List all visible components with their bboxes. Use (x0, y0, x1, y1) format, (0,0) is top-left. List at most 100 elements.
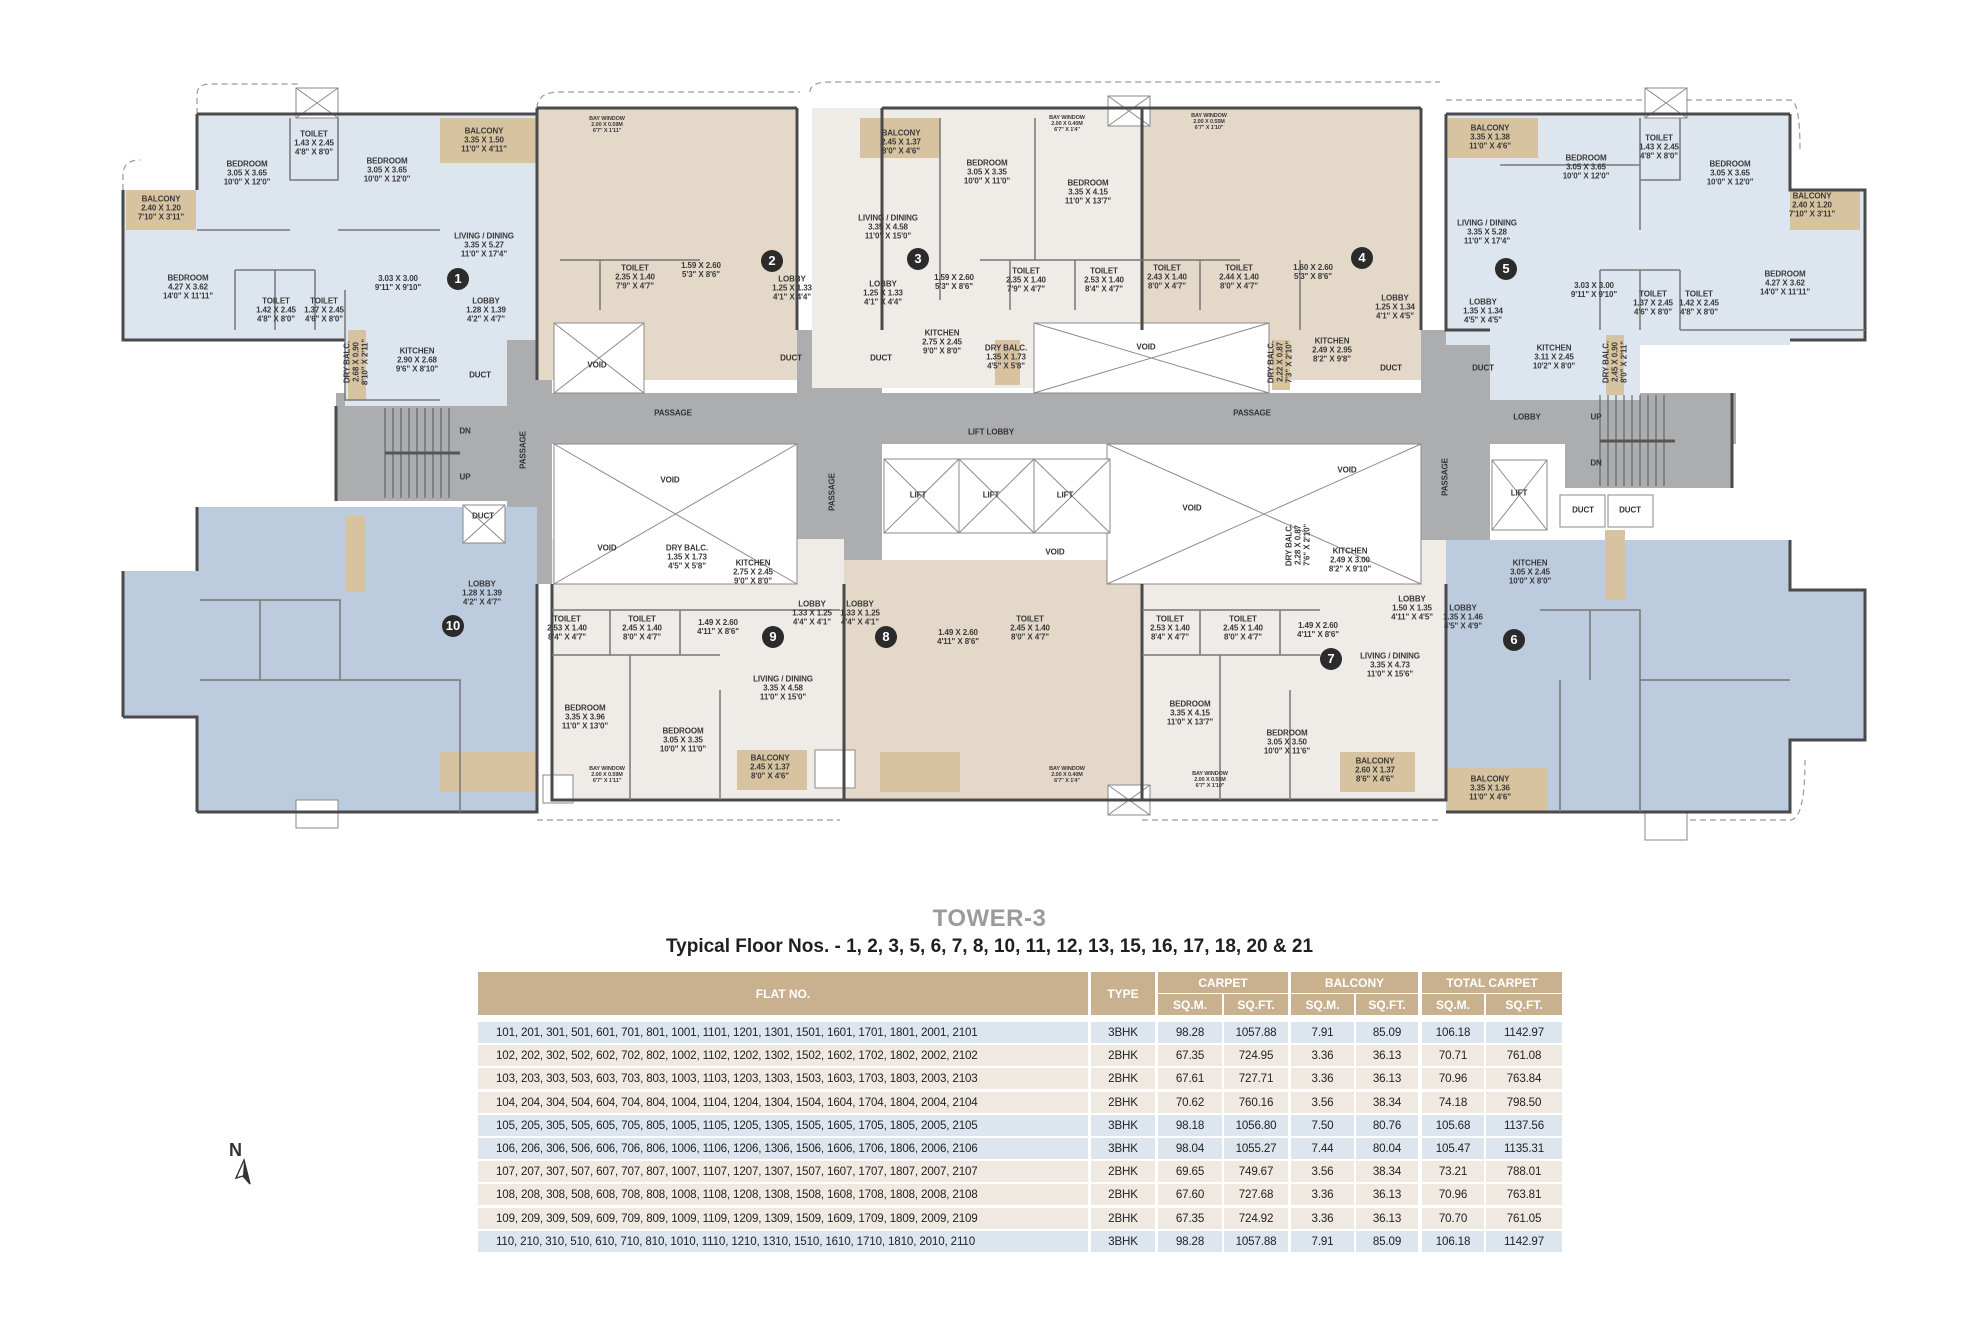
room-label: TOILET 2.53 X 1.40 8'4" X 4'7" (547, 614, 587, 642)
room-label: LOBBY 1.33 X 1.25 4'4" X 4'1" (792, 599, 832, 627)
room-label: TOILET 1.42 X 2.45 4'8" X 8'0" (1679, 289, 1719, 317)
room-label: TOILET 1.42 X 2.45 4'8" X 8'0" (256, 296, 296, 324)
room-label: PASSAGE (654, 408, 692, 418)
cell-type: 3BHK (1091, 1114, 1155, 1136)
cell-carpet-sqm: 70.62 (1158, 1091, 1222, 1113)
room-label: DUCT (1472, 363, 1494, 373)
unit-number-badge: 10 (442, 615, 464, 637)
room-label: 1.60 X 2.60 5'3" X 8'6" (1293, 263, 1333, 281)
room-label: BALCONY 3.35 X 1.36 11'0" X 4'6" (1469, 774, 1511, 802)
voids-and-shafts (295, 87, 1688, 841)
cell-carpet-sqft: 1055.27 (1224, 1138, 1288, 1159)
cell-carpet-sqft: 1056.80 (1224, 1114, 1288, 1136)
room-label: VOID (597, 543, 617, 553)
tower-title: TOWER-3 (932, 905, 1047, 932)
room-label: UP (459, 472, 471, 482)
room-label: BAY WINDOW 2.00 X 0.40M 6'7" X 1'4" (1049, 115, 1085, 133)
cell-total-sqm: 70.71 (1422, 1045, 1484, 1067)
cell-total-sqft: 798.50 (1486, 1091, 1562, 1113)
room-label: LIVING / DINING 3.35 X 5.28 11'0" X 17'4… (1457, 218, 1517, 246)
room-label: BEDROOM 3.05 X 3.35 10'0" X 11'0" (963, 158, 1011, 186)
cell-total-sqft: 1142.97 (1486, 1230, 1562, 1252)
room-label: BEDROOM 3.05 X 3.65 10'0" X 12'0" (1706, 159, 1754, 187)
cell-flat-no: 103, 203, 303, 503, 603, 703, 803, 1003,… (478, 1068, 1088, 1090)
room-label: BALCONY 2.45 X 1.37 8'0" X 4'6" (881, 128, 921, 156)
room-label: DRY BALC. 1.35 X 1.73 4'5" X 5'8" (984, 343, 1028, 371)
interior-partitions (197, 118, 1865, 812)
room-label: BEDROOM 3.35 X 4.15 11'0" X 13'7" (1064, 178, 1112, 206)
room-label: TOILET 2.45 X 1.40 8'0" X 4'7" (1223, 614, 1263, 642)
room-label: DUCT (1619, 505, 1641, 515)
room-label: TOILET 1.37 X 2.45 4'6" X 8'0" (304, 296, 344, 324)
unit-number-badge: 5 (1495, 258, 1517, 280)
walls (121, 106, 1867, 814)
cell-balcony-sqft: 38.34 (1356, 1161, 1418, 1183)
cell-carpet-sqm: 98.28 (1158, 1230, 1222, 1252)
cell-type: 2BHK (1091, 1161, 1155, 1183)
room-label: DRY BALC. 2.28 X 0.87 7'6" X 2'10" (1284, 523, 1312, 567)
cell-balcony-sqft: 85.09 (1356, 1230, 1418, 1252)
room-label: TOILET 2.35 X 1.40 7'9" X 4'7" (1006, 266, 1046, 294)
room-label: DRY BALC. 2.68 X 0.90 8'10" X 2'11" (342, 338, 370, 386)
room-label: BEDROOM 3.05 X 3.65 10'0" X 12'0" (363, 156, 411, 184)
room-label: 1.49 X 2.60 4'11" X 8'6" (697, 618, 739, 636)
cell-type: 3BHK (1091, 1022, 1155, 1043)
room-label: BAY WINDOW 2.00 X 0.40M 6'7" X 1'4" (1049, 766, 1085, 784)
room-label: BALCONY 3.35 X 1.50 11'0" X 4'11" (461, 126, 507, 154)
cell-flat-no: 107, 207, 307, 507, 607, 707, 807, 1007,… (478, 1161, 1088, 1183)
cell-total-sqm: 105.47 (1422, 1138, 1484, 1159)
unit-number-badge: 8 (875, 626, 897, 648)
room-label: BEDROOM 4.27 X 3.62 14'0" X 11'11" (162, 273, 214, 301)
room-label: 1.59 X 2.60 5'3" X 8'6" (681, 261, 721, 279)
cell-carpet-sqm: 67.60 (1158, 1184, 1222, 1206)
floor-subtitle: Typical Floor Nos. - 1, 2, 3, 5, 6, 7, 8… (665, 936, 1314, 957)
unit-number-badge: 7 (1320, 648, 1342, 670)
room-label: TOILET 1.37 X 2.45 4'6" X 8'0" (1633, 289, 1673, 317)
cell-total-sqm: 105.68 (1422, 1114, 1484, 1136)
cell-carpet-sqm: 98.04 (1158, 1138, 1222, 1159)
room-label: KITCHEN 2.49 X 3.00 8'2" X 9'10" (1328, 546, 1372, 574)
room-label: LIFT (909, 490, 927, 500)
cell-balcony-sqm: 7.50 (1291, 1114, 1354, 1136)
header-carpet: CARPET (1158, 972, 1288, 993)
room-label: TOILET 2.45 X 1.40 8'0" X 4'7" (622, 614, 662, 642)
room-label: BAY WINDOW 2.00 X 0.55M 6'7" X 1'10" (1191, 113, 1227, 131)
room-label: DRY BALC. 2.45 X 0.90 8'0" X 2'11" (1601, 340, 1629, 384)
floor-plan-drawing (121, 81, 1867, 841)
header-total-carpet: TOTAL CARPET (1422, 972, 1562, 993)
room-label: DUCT (780, 353, 802, 363)
room-label: KITCHEN 3.05 X 2.45 10'0" X 8'0" (1508, 558, 1552, 586)
cell-type: 2BHK (1091, 1184, 1155, 1206)
room-label: LIFT (1510, 488, 1528, 498)
room-label: KITCHEN 3.11 X 2.45 10'2" X 8'0" (1532, 343, 1576, 371)
cell-flat-no: 110, 210, 310, 510, 610, 710, 810, 1010,… (478, 1230, 1088, 1252)
unit-number-badge: 9 (762, 626, 784, 648)
cell-type: 3BHK (1091, 1138, 1155, 1159)
room-label: LIFT LOBBY (967, 427, 1015, 437)
room-label: LOBBY 1.35 X 1.46 4'5" X 4'9" (1443, 603, 1483, 631)
room-label: 1.59 X 2.60 5'3" X 8'6" (934, 273, 974, 291)
room-label: DRY BALC. 2.22 X 0.87 7'3" X 2'10" (1266, 340, 1294, 384)
north-arrow-icon (234, 1157, 251, 1185)
cell-carpet-sqft: 724.95 (1224, 1045, 1288, 1067)
room-label: DRY BALC. 1.35 X 1.73 4'5" X 5'8" (665, 543, 709, 571)
unit-number-badge: 1 (447, 268, 469, 290)
cell-flat-no: 102, 202, 302, 502, 602, 702, 802, 1002,… (478, 1045, 1088, 1067)
header-type: TYPE (1091, 972, 1155, 1015)
cell-total-sqm: 70.96 (1422, 1184, 1484, 1206)
room-label: LOBBY (1513, 412, 1541, 422)
terrace-outline (122, 81, 1806, 821)
room-label: LIVING / DINING 3.35 X 5.27 11'0" X 17'4… (454, 231, 514, 259)
room-label: BEDROOM 3.35 X 3.96 11'0" X 13'0" (561, 703, 609, 731)
cell-balcony-sqft: 36.13 (1356, 1045, 1418, 1067)
unit-6-shape (1446, 540, 1865, 812)
room-label: TOILET 2.53 X 1.40 8'4" X 4'7" (1150, 614, 1190, 642)
cell-balcony-sqm: 3.36 (1291, 1045, 1354, 1067)
room-label: VOID (1182, 503, 1202, 513)
cell-carpet-sqm: 98.28 (1158, 1022, 1222, 1043)
room-label: LOBBY 1.25 X 1.34 4'1" X 4'5" (1375, 293, 1415, 321)
cell-balcony-sqm: 3.36 (1291, 1068, 1354, 1090)
cell-balcony-sqm: 3.36 (1291, 1207, 1354, 1229)
staircases (384, 395, 1675, 498)
cell-carpet-sqft: 727.71 (1224, 1068, 1288, 1090)
